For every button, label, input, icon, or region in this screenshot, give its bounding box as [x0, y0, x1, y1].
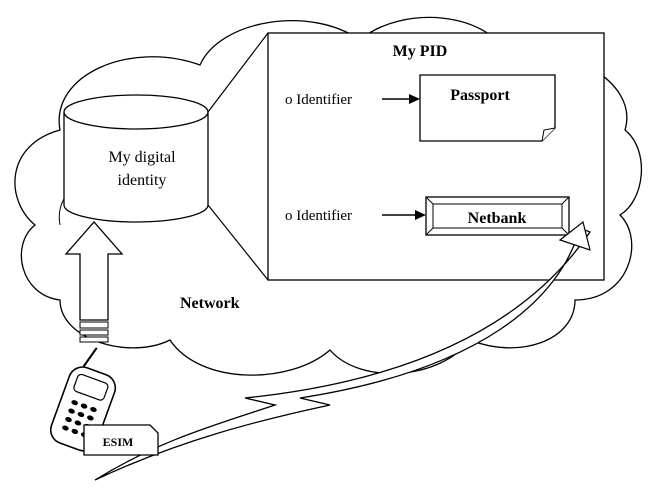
identifier-arrowhead-2	[415, 210, 426, 220]
pid-box-title: My PID	[393, 43, 448, 60]
zoom-line-bottom	[207, 204, 269, 281]
arrow-base-segment-2	[79, 329, 109, 336]
pid-box	[267, 32, 605, 281]
passport-label: Passport	[450, 87, 510, 104]
passport-document	[419, 74, 556, 142]
identifier-arrowhead-1	[409, 94, 420, 104]
database-label-line1: My digital	[108, 149, 176, 166]
network-label: Network	[180, 295, 240, 312]
identifier-label-1: o Identifier	[285, 92, 352, 108]
wireless-link-tip	[558, 220, 591, 251]
netbank-label: Netbank	[468, 210, 527, 227]
upload-arrow	[64, 221, 124, 321]
esim-card	[83, 424, 159, 456]
netbank-box	[425, 196, 570, 236]
passport-fold-corner	[541, 127, 556, 142]
identifier-label-2: o Identifier	[285, 208, 352, 224]
arrow-base-segment-3	[79, 336, 109, 343]
esim-label: ESIM	[103, 435, 134, 449]
zoom-line-top	[207, 32, 269, 113]
database-label-line2: identity	[118, 172, 167, 189]
digital-identity-database	[63, 94, 209, 223]
arrow-base-segment-1	[79, 321, 109, 329]
